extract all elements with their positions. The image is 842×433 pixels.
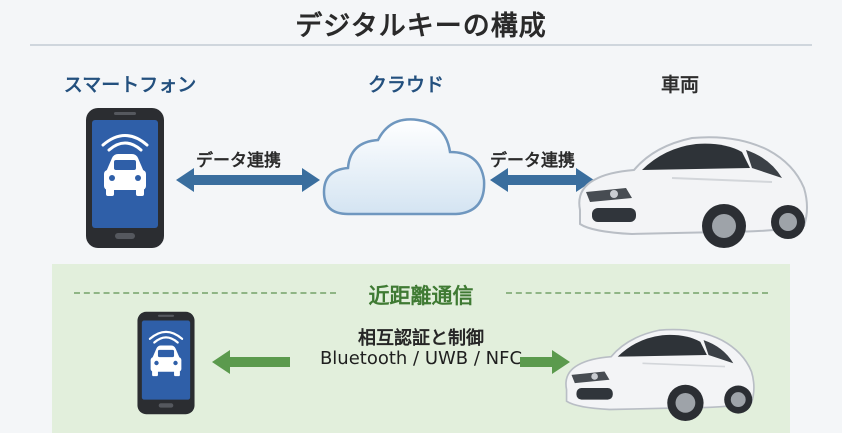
arrow-short-range-left <box>212 350 290 374</box>
smartphone-label: スマートフォン <box>63 74 197 96</box>
short-range-subtitle: 相互認証と制御 <box>358 328 484 349</box>
panel-dash-right <box>506 292 768 294</box>
phone-cloud-link-label: データ連携 <box>196 151 281 171</box>
arrow-short-range-right <box>520 350 570 374</box>
car-photo <box>578 136 808 248</box>
cloud-label: クラウド <box>367 74 444 96</box>
car-photo <box>565 328 755 422</box>
cloud-icon <box>322 118 486 216</box>
cloud-vehicle-link-label: データ連携 <box>490 151 575 171</box>
arrow-phone-cloud <box>176 168 320 192</box>
arrow-cloud-vehicle <box>490 168 594 192</box>
smartphone-icon <box>86 108 164 248</box>
panel-dash-left <box>74 292 336 294</box>
vehicle-label: 車両 <box>660 74 699 96</box>
page-title: デジタルキーの構成 <box>295 11 547 42</box>
short-range-protocols: Bluetooth / UWB / NFC <box>319 348 523 369</box>
short-range-title: 近距離通信 <box>368 284 474 308</box>
title-divider <box>30 44 812 46</box>
smartphone-icon <box>137 311 195 415</box>
wireless-signal-icon <box>101 134 149 152</box>
wireless-signal-icon <box>148 330 184 344</box>
